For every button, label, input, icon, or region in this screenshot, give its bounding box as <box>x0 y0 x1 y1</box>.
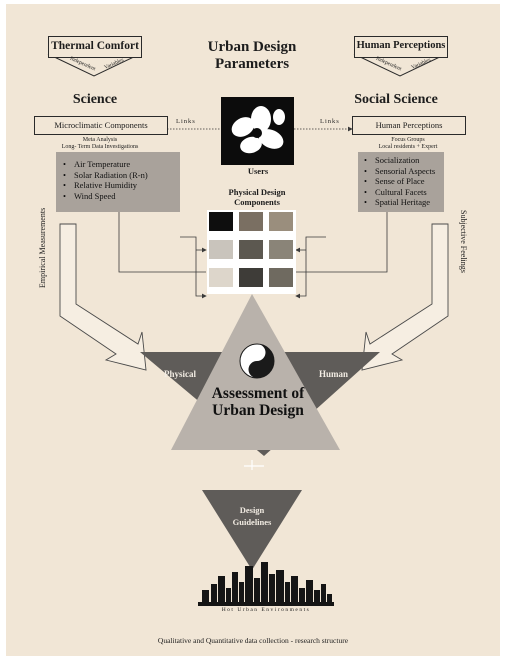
users-label: Users <box>247 166 269 176</box>
list-item: Cultural Facets <box>363 187 444 198</box>
physical-title-line-1: Physical Design <box>228 187 286 197</box>
human-label: Human <box>319 369 349 379</box>
science-heading: Science <box>72 92 118 107</box>
perception-variables-box: SocializationSensorial AspectsSense of P… <box>358 152 444 212</box>
social-science-heading: Social Science <box>354 92 438 107</box>
physical-title-line-2: Components <box>234 197 280 207</box>
list-item: Sensorial Aspects <box>363 166 444 177</box>
list-item: Spatial Heritage <box>363 197 444 208</box>
left-note-line-2: Long- Term Data Investigations <box>61 144 139 150</box>
users-silhouettes-icon <box>231 106 285 154</box>
assessment-title: Assessment of Urban Design <box>192 385 324 419</box>
microclimatic-components-label: Microclimatic Components <box>54 120 148 130</box>
human-perceptions-label: Human Perceptions <box>356 40 446 51</box>
tree-canopy-photo <box>239 212 263 231</box>
guidelines-triangle <box>202 490 302 570</box>
connector-arrows <box>47 53 449 606</box>
diagram-panel: Thermal Comfort Independent Variables Hu… <box>6 4 500 656</box>
sky-sun-photo <box>209 240 233 259</box>
users-image <box>221 97 294 165</box>
single-tree-photo <box>269 212 293 231</box>
right-note-line-1: Focus Groups <box>391 137 425 143</box>
arcade-photo <box>269 268 293 287</box>
logo-caption: Hot Urban Environments <box>221 607 311 613</box>
assessment-title-line-1: Assessment of <box>211 385 305 402</box>
assessment-title-line-2: Urban Design <box>212 402 304 419</box>
building-facade-photo <box>239 240 263 259</box>
climate-variables-box: Air TemperatureSolar Radiation (R-n)Rela… <box>56 152 180 212</box>
human-perceptions-component-box: Human Perceptions <box>352 116 466 135</box>
right-method-note: Focus Groups Local residents + Expert <box>352 137 464 151</box>
list-item: Socialization <box>363 155 444 166</box>
list-item: Solar Radiation (R-n) <box>62 170 180 181</box>
human-perceptions-box: Human Perceptions <box>354 36 448 58</box>
physical-label: Physical <box>164 369 197 379</box>
left-method-note: Meta Analysis Long- Term Data Investigat… <box>34 137 166 151</box>
right-note-line-2: Local residents + Expert <box>378 144 438 150</box>
city-skyline-logo <box>198 562 334 606</box>
guidelines-line-1: Design <box>239 505 265 515</box>
climate-variables-list: Air TemperatureSolar Radiation (R-n)Rela… <box>62 159 180 201</box>
left-links-label: Links <box>176 118 196 125</box>
physical-components-photo-grid <box>207 210 296 294</box>
design-guidelines-label: Design Guidelines <box>222 504 282 528</box>
physical-design-components-title: Physical Design Components <box>202 187 312 207</box>
footer-caption: Qualitative and Quantitative data collec… <box>157 636 349 645</box>
page-title: Urban Design Parameters <box>192 39 312 73</box>
yin-yang-icon <box>239 343 275 379</box>
perception-variables-list: SocializationSensorial AspectsSense of P… <box>363 155 444 208</box>
thermal-comfort-label: Thermal Comfort <box>51 40 139 52</box>
right-links-label: Links <box>320 118 340 125</box>
subjective-feelings-label: Subjective Feelings <box>459 210 468 273</box>
wind-sketch-photo <box>209 268 233 287</box>
list-item: Sense of Place <box>363 176 444 187</box>
empirical-measurements-label: Empirical Measurements <box>38 207 47 288</box>
list-item: Wind Speed <box>62 191 180 202</box>
thermal-comfort-box: Thermal Comfort <box>48 36 142 58</box>
human-perceptions-component-label: Human Perceptions <box>375 120 443 130</box>
guidelines-line-2: Guidelines <box>232 517 272 527</box>
left-note-line-1: Meta Analysis <box>82 137 118 143</box>
paved-street-photo <box>269 240 293 259</box>
list-item: Relative Humidity <box>62 180 180 191</box>
title-line-2: Parameters <box>214 56 290 72</box>
list-item: Air Temperature <box>62 159 180 170</box>
microclimatic-components-box: Microclimatic Components <box>34 116 168 135</box>
dark-street-photo <box>209 212 233 231</box>
title-line-1: Urban Design <box>207 39 297 55</box>
dark-building-photo <box>239 268 263 287</box>
